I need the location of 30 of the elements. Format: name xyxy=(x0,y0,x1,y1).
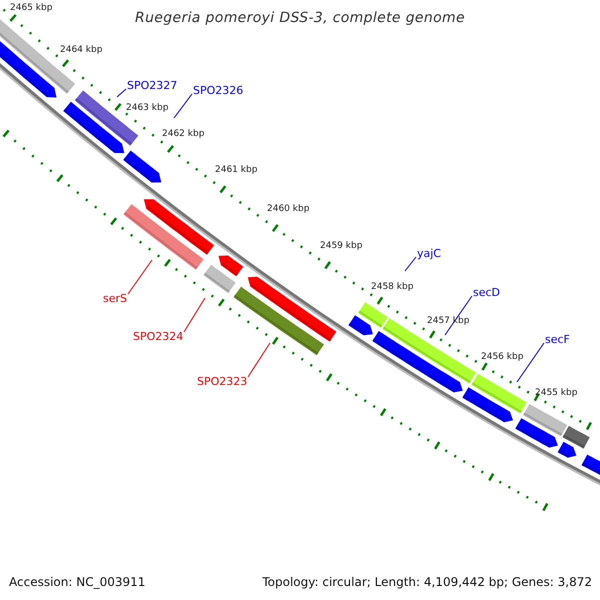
gene-label: yajC xyxy=(417,247,441,260)
gene-label: SPO2327 xyxy=(127,79,178,92)
genome-info-text: Topology: circular; Length: 4,109,442 bp; Genes: 3,872 xyxy=(262,574,592,591)
position-label: 2460 kbp xyxy=(267,204,310,215)
position-label: 2462 kbp xyxy=(162,129,204,140)
gene-label: secD xyxy=(473,286,500,299)
gene-label: serS xyxy=(103,292,128,305)
gene-label: SPO2324 xyxy=(133,330,184,343)
position-label: 2455 kbp xyxy=(535,388,578,399)
gene-label: SPO2326 xyxy=(193,84,244,97)
position-label: 2465 kbp xyxy=(10,3,52,14)
position-label: 2464 kbp xyxy=(60,45,102,56)
leader-line xyxy=(444,296,472,336)
gene-label: SPO2323 xyxy=(197,375,248,388)
leader-line xyxy=(516,342,544,382)
position-label: 2456 kbp xyxy=(481,352,524,363)
leader-line xyxy=(116,88,126,98)
accession-text: Accession: NC_003911 xyxy=(9,574,146,591)
position-label: 2463 kbp xyxy=(126,103,168,114)
leader-line xyxy=(128,260,152,294)
title: Ruegeria pomeroyi DSS-3, complete genome xyxy=(135,10,465,26)
position-label: 2461 kbp xyxy=(215,165,258,176)
leader-line xyxy=(184,298,206,332)
position-label: 2457 kbp xyxy=(427,316,470,327)
leader-line xyxy=(174,94,192,118)
position-label: 2459 kbp xyxy=(320,241,362,252)
leader-line xyxy=(404,256,416,272)
gene-label: secF xyxy=(545,333,570,346)
leader-line xyxy=(248,342,270,378)
position-label: 2458 kbp xyxy=(371,282,414,293)
